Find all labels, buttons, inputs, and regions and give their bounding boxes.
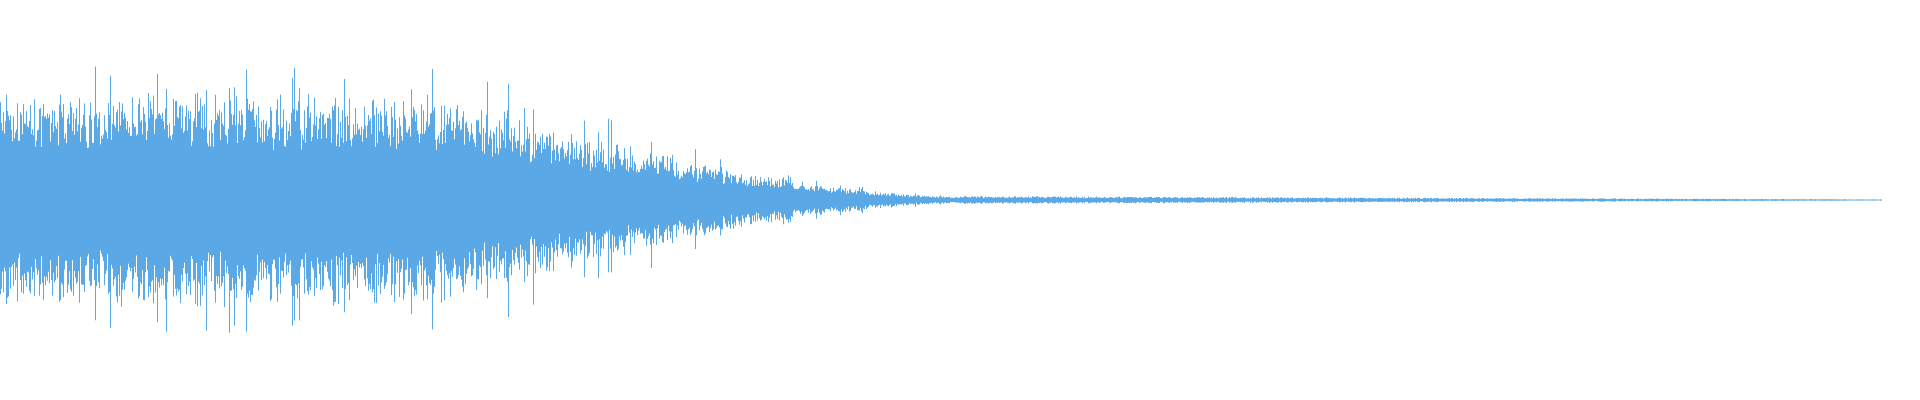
waveform-bars: [0, 66, 1882, 333]
